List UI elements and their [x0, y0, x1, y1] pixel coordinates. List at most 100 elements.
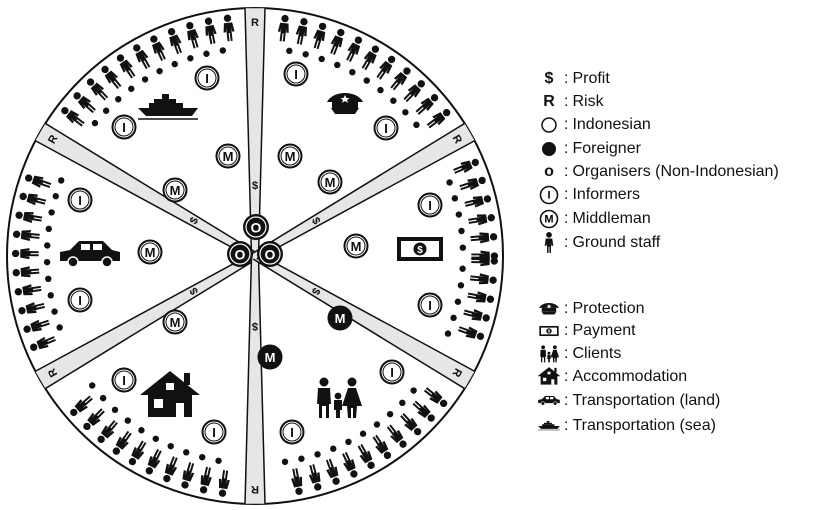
legend-separator: :	[564, 70, 569, 87]
foreigner-dot	[45, 275, 52, 283]
legend-label: Accommodation	[572, 368, 688, 385]
middleman-badge: M	[277, 143, 303, 169]
legend-separator: :	[564, 163, 569, 180]
open-circle-icon	[538, 114, 560, 136]
middleman-symbol: M	[538, 208, 560, 230]
middleman-badge: M	[162, 309, 188, 335]
informer-badge: I	[283, 61, 309, 87]
foreigner-dot	[52, 193, 59, 200]
svg-text:I: I	[428, 298, 432, 313]
family-icon	[538, 343, 560, 365]
spoke-1	[244, 8, 266, 257]
foreigner-dot	[359, 430, 367, 437]
legend-label: Middleman	[572, 210, 651, 227]
legend-label: Transportation (land)	[572, 392, 721, 409]
foreigner-dot	[47, 292, 54, 299]
legend-label: Informers	[572, 186, 641, 203]
legend-separator: :	[564, 93, 569, 110]
foreigner-dot	[410, 387, 417, 394]
foreigner-dot	[390, 97, 397, 104]
svg-text:I: I	[428, 198, 432, 213]
legend-label: Payment	[572, 322, 636, 339]
foreigner-dot	[451, 195, 459, 202]
legend-separator: :	[564, 116, 569, 133]
informer-badge: I	[194, 65, 220, 91]
informer-badge: I	[67, 287, 93, 313]
foreigner-dot	[187, 55, 194, 62]
foreigner-dot	[349, 68, 356, 76]
foreigner-dot	[115, 96, 122, 103]
svg-text:M: M	[325, 175, 336, 190]
spoke-2	[35, 122, 258, 260]
house-icon	[538, 366, 560, 388]
foreigner-dot	[446, 179, 453, 186]
informer-badge: I	[111, 367, 137, 393]
legend-separator: :	[564, 186, 569, 203]
middleman-badge: M	[215, 143, 241, 169]
profit-label: $	[252, 180, 258, 192]
svg-text:I: I	[290, 425, 294, 440]
legend-separator: :	[564, 210, 569, 227]
legend-label: Indonesian	[572, 116, 651, 133]
foreigner-dot	[56, 324, 63, 331]
legend-item-accommodation: :Accommodation	[538, 366, 687, 388]
legend-separator: :	[564, 322, 569, 339]
organiser-node: O	[257, 241, 283, 267]
svg-text:M: M	[170, 183, 181, 198]
foreigner-dot	[345, 438, 352, 446]
legend-symbol: R	[543, 93, 555, 110]
svg-text:I: I	[390, 365, 394, 380]
foreigner-dot	[373, 421, 381, 428]
middleman-badge: M	[343, 233, 369, 259]
foreigner-dot	[459, 265, 466, 272]
svg-text:M: M	[544, 214, 553, 226]
ship-icon	[538, 415, 560, 437]
profit-label: $	[309, 285, 322, 296]
foreigner-dot	[43, 258, 51, 266]
svg-text:O: O	[251, 220, 262, 236]
informer-badge: I	[373, 115, 399, 141]
profit-label: $	[188, 215, 201, 226]
legend-label: Foreigner	[572, 140, 641, 157]
informer-badge: I	[279, 419, 305, 445]
foreigner-dot	[298, 455, 305, 462]
svg-text:I: I	[122, 120, 126, 135]
legend-label: Protection	[572, 300, 645, 317]
risk-label: R	[251, 17, 259, 29]
foreigner-dot	[386, 410, 394, 418]
foreigner-dot	[363, 77, 370, 84]
foreigner-dot	[89, 382, 96, 389]
legend-item-foreigner: :Foreigner	[538, 138, 641, 160]
filled-circle-icon	[538, 138, 560, 160]
foreigner-dot	[124, 417, 132, 424]
svg-text:I: I	[78, 293, 82, 308]
svg-text:M: M	[170, 315, 181, 330]
legend-separator: :	[564, 300, 569, 317]
foreigner-dot	[203, 50, 210, 57]
profit-label: $	[188, 285, 201, 296]
informer-symbol: I	[538, 184, 560, 206]
svg-text:I: I	[205, 71, 209, 86]
spoke-5	[252, 252, 475, 390]
informer-badge: I	[111, 114, 137, 140]
legend-separator: :	[564, 234, 569, 251]
legend-item-risk: R:Risk	[538, 91, 604, 113]
foreigner-dot	[458, 227, 465, 235]
legend-item-transportation-land: :Transportation (land)	[538, 390, 720, 412]
middleman-badge: M	[257, 344, 283, 370]
foreigner-dot	[199, 453, 206, 461]
legend-label: Profit	[572, 70, 610, 87]
foreigner-dot	[102, 107, 110, 114]
legend-label: Risk	[572, 93, 604, 110]
spoke-3	[35, 252, 258, 390]
informer-badge: I	[201, 419, 227, 445]
foreigner-dot	[377, 86, 384, 94]
legend-item-ground-staff: :Ground staff	[538, 232, 660, 254]
svg-text:M: M	[351, 239, 362, 254]
profit-label: $	[309, 215, 322, 226]
foreigner-dot	[99, 394, 107, 402]
legend-separator: :	[564, 368, 569, 385]
organiser-node: O	[227, 241, 253, 267]
organiser-node: O	[243, 214, 269, 240]
informer-badge: I	[417, 192, 443, 218]
